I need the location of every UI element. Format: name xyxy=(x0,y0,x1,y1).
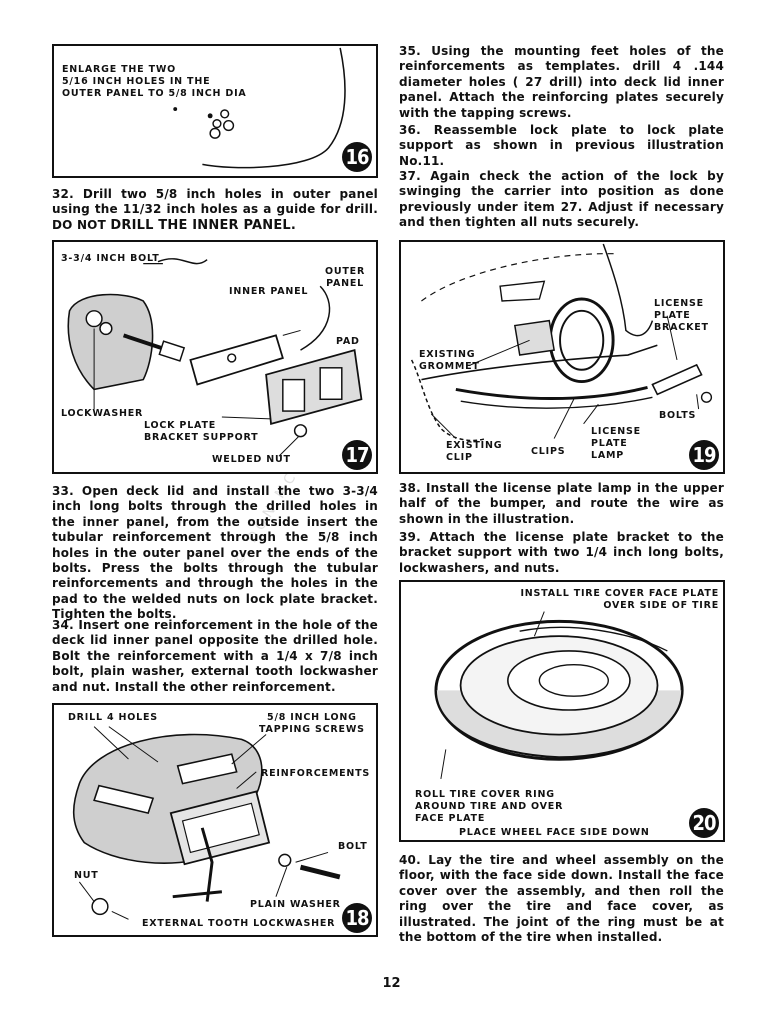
fig16-caption: ENLARGE THE TWO 5/16 INCH HOLES IN THE O… xyxy=(62,64,247,99)
fig18-bolt-label: BOLT xyxy=(338,841,368,852)
figure-18: DRILL 4 HOLES 5/8 INCH LONG TAPPING SCRE… xyxy=(52,703,378,937)
paragraph-34: 34. Insert one reinforcement in the hole… xyxy=(52,618,378,694)
fig17-inner-panel-label: INNER PANEL xyxy=(229,286,309,297)
fig18-drill-label: DRILL 4 HOLES xyxy=(68,712,158,723)
figure-18-drawing xyxy=(72,726,341,920)
figure-18-badge: 18 xyxy=(342,903,372,933)
fig18-nut-label: NUT xyxy=(74,870,99,881)
page-number: 12 xyxy=(382,976,401,991)
figure-20: INSTALL TIRE COVER FACE PLATE OVER SIDE … xyxy=(399,580,725,842)
fig17-bolt-label: 3-3/4 INCH BOLT xyxy=(61,253,160,264)
figure-16-drawing xyxy=(173,47,346,169)
paragraph-32-warning: DRILL THE INNER PANEL. xyxy=(110,217,297,233)
figure-19-badge: 19 xyxy=(689,440,719,470)
fig20-place-label: PLACE WHEEL FACE SIDE DOWN xyxy=(459,827,650,838)
figure-20-drawing xyxy=(434,611,684,780)
fig19-bolts-label: BOLTS xyxy=(659,410,697,421)
paragraph-39: 39. Attach the license plate bracket to … xyxy=(399,530,724,575)
figure-16: ENLARGE THE TWO 5/16 INCH HOLES IN THE O… xyxy=(52,44,378,178)
fig19-grommet-label: EXISTING GROMMET xyxy=(419,349,480,372)
fig20-install-label: INSTALL TIRE COVER FACE PLATE OVER SIDE … xyxy=(520,588,719,611)
paragraph-36: 36. Reassemble lock plate to lock plate … xyxy=(399,123,724,168)
fig17-lockwasher-label: LOCKWASHER xyxy=(61,408,144,419)
fig17-lock-plate-label: LOCK PLATE BRACKET SUPPORT xyxy=(144,420,259,443)
fig20-roll-label: ROLL TIRE COVER RING AROUND TIRE AND OVE… xyxy=(415,789,564,824)
fig17-outer-panel-label: OUTER PANEL xyxy=(325,266,366,289)
fig19-clips-label: CLIPS xyxy=(531,446,566,457)
paragraph-32-text: 32. Drill two 5/8 inch holes in outer pa… xyxy=(52,187,378,232)
fig18-plain-washer-label: PLAIN WASHER xyxy=(250,899,341,910)
paragraph-38: 38. Install the license plate lamp in th… xyxy=(399,481,724,526)
paragraph-33: 33. Open deck lid and install the two 3-… xyxy=(52,484,378,622)
fig18-reinforcements-label: REINFORCEMENTS xyxy=(261,768,371,779)
figure-17-drawing xyxy=(67,258,363,457)
fig18-ext-washer-label: EXTERNAL TOOTH LOCKWASHER xyxy=(142,918,336,929)
paragraph-35: 35. Using the mounting feet holes of the… xyxy=(399,44,724,120)
paragraph-40: 40. Lay the tire and wheel assembly on t… xyxy=(399,853,724,945)
fig17-pad-label: PAD xyxy=(336,336,360,347)
figure-17-badge: 17 xyxy=(342,440,372,470)
figure-17: 3-3/4 INCH BOLT INNER PANEL OUTER PANEL … xyxy=(52,240,378,474)
fig18-tapping-label: 5/8 INCH LONG TAPPING SCREWS xyxy=(259,712,365,735)
figure-19: LICENSE PLATE BRACKET EXISTING GROMMET B… xyxy=(399,240,725,474)
fig17-welded-nut-label: WELDED NUT xyxy=(212,454,291,465)
figure-19-drawing xyxy=(410,243,713,442)
figure-16-badge: 16 xyxy=(342,142,372,172)
paragraph-32: 32. Drill two 5/8 inch holes in outer pa… xyxy=(52,187,378,233)
fig19-bracket-label: LICENSE PLATE BRACKET xyxy=(654,298,709,333)
fig19-lamp-label: LICENSE PLATE LAMP xyxy=(591,426,641,461)
paragraph-37: 37. Again check the action of the lock b… xyxy=(399,169,724,230)
figure-20-badge: 20 xyxy=(689,808,719,838)
fig19-clip-label: EXISTING CLIP xyxy=(446,440,503,463)
